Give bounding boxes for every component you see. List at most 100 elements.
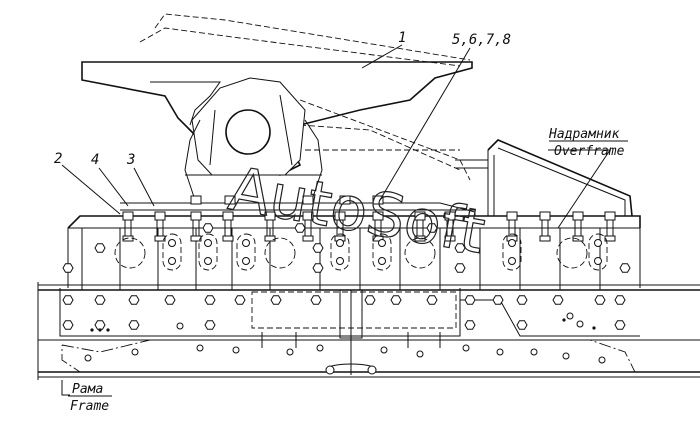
hex-nut bbox=[204, 295, 216, 305]
rivet-hole bbox=[232, 346, 240, 354]
slot-bolt bbox=[168, 257, 176, 265]
rivet-hole bbox=[462, 344, 470, 352]
overframe-guide bbox=[455, 139, 633, 217]
hex-nut bbox=[94, 295, 106, 305]
bolt-head bbox=[444, 211, 456, 221]
frame-label-ru: Рама bbox=[72, 382, 103, 397]
lightening-holes bbox=[114, 237, 588, 269]
hex-nut bbox=[234, 295, 246, 305]
hex-nuts bbox=[62, 223, 631, 330]
hex-nut bbox=[364, 295, 376, 305]
small-rivet bbox=[106, 328, 110, 332]
bolt-head bbox=[572, 211, 584, 221]
bolt-head bbox=[222, 211, 234, 221]
slot-bolt bbox=[168, 239, 176, 247]
bolt-head bbox=[264, 211, 276, 221]
rivet-hole bbox=[598, 356, 606, 364]
slot-bolt bbox=[378, 257, 386, 265]
rivet-hole bbox=[562, 352, 570, 360]
hex-nut bbox=[94, 243, 106, 253]
slot-bolt bbox=[242, 257, 250, 265]
overframe-label-en: Overframe bbox=[554, 144, 625, 159]
bolt-nut bbox=[572, 235, 584, 242]
slot-bolt bbox=[204, 239, 212, 247]
bolt-nut bbox=[539, 235, 551, 242]
upper-bolt-head bbox=[224, 195, 236, 205]
hex-nut bbox=[310, 295, 322, 305]
rivet-hole bbox=[286, 348, 294, 356]
rivet-hole bbox=[416, 350, 424, 358]
slot-bolt bbox=[378, 239, 386, 247]
hex-nut bbox=[426, 223, 438, 233]
small-rivet bbox=[90, 328, 94, 332]
rivet-hole bbox=[530, 348, 538, 356]
hex-nut bbox=[62, 320, 74, 330]
rivet-hole bbox=[176, 322, 184, 330]
slot-bolt bbox=[594, 239, 602, 247]
hex-nut bbox=[204, 320, 216, 330]
callout-2: 2 bbox=[54, 151, 62, 167]
bolt-nut bbox=[222, 235, 234, 242]
hex-nut bbox=[492, 295, 504, 305]
bolt-head bbox=[506, 211, 518, 221]
hex-nut bbox=[202, 223, 214, 233]
hex-nut bbox=[516, 295, 528, 305]
slot-holes bbox=[162, 233, 608, 271]
top-bolt-row bbox=[122, 195, 616, 242]
bolt-head bbox=[302, 211, 314, 221]
bolt-head bbox=[154, 211, 166, 221]
center-splice bbox=[251, 289, 457, 375]
callout-3: 3 bbox=[126, 152, 135, 168]
bolt-head bbox=[372, 211, 384, 221]
slot-hole bbox=[198, 233, 218, 271]
upper-bolt-head bbox=[372, 195, 384, 205]
hex-nut bbox=[270, 295, 282, 305]
slot-bolt bbox=[242, 239, 250, 247]
hex-nut bbox=[464, 295, 476, 305]
hex-nut bbox=[516, 320, 528, 330]
hex-nut bbox=[128, 320, 140, 330]
hex-nut bbox=[62, 263, 74, 273]
callout-5-6-7-8: 5,6,7,8 bbox=[452, 32, 511, 48]
hex-nut bbox=[312, 243, 324, 253]
leader-lines bbox=[61, 44, 611, 396]
rivet-hole bbox=[566, 312, 574, 320]
rivet-hole bbox=[131, 348, 139, 356]
slot-hole bbox=[588, 233, 608, 271]
large-hole bbox=[556, 237, 588, 269]
hex-nut bbox=[390, 295, 402, 305]
hex-nut bbox=[619, 263, 631, 273]
hex-nut bbox=[164, 295, 176, 305]
upper-bolt-head bbox=[339, 195, 351, 205]
hex-nut bbox=[94, 320, 106, 330]
slot-bolt bbox=[336, 239, 344, 247]
slot-hole bbox=[372, 233, 392, 271]
small-rivet bbox=[562, 318, 566, 322]
slot-bolt bbox=[508, 257, 516, 265]
rivet-hole bbox=[496, 348, 504, 356]
hex-nut bbox=[594, 295, 606, 305]
bolt-head bbox=[414, 211, 426, 221]
hex-nut bbox=[312, 263, 324, 273]
bolt-nut bbox=[302, 235, 314, 242]
hex-nut bbox=[128, 295, 140, 305]
hex-nut bbox=[62, 295, 74, 305]
hex-nut bbox=[426, 295, 438, 305]
upper-bolt-head bbox=[190, 195, 202, 205]
slot-hole bbox=[236, 233, 256, 271]
rivet-hole bbox=[380, 346, 388, 354]
rivet-hole bbox=[196, 344, 204, 352]
hex-nut bbox=[454, 263, 466, 273]
slot-hole bbox=[502, 233, 522, 271]
bolt-nut bbox=[154, 235, 166, 242]
base-plate bbox=[120, 202, 476, 216]
large-hole bbox=[404, 237, 436, 269]
slot-bolt bbox=[204, 257, 212, 265]
rivet-hole bbox=[316, 344, 324, 352]
overframe-plate bbox=[59, 215, 641, 337]
small-rivet bbox=[98, 328, 102, 332]
bolt-nut bbox=[264, 235, 276, 242]
bolt-head bbox=[604, 211, 616, 221]
callout-4: 4 bbox=[91, 152, 99, 168]
